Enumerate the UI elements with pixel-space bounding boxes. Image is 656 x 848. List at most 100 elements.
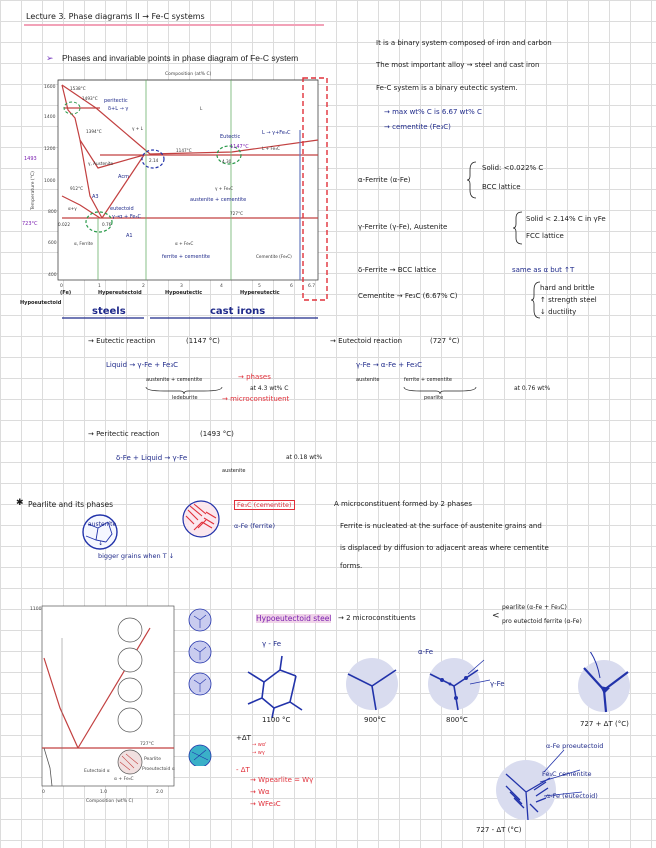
grain-icons-column (188, 608, 212, 766)
anno-a3: A3 (92, 194, 99, 200)
region-hypoeutectoid: Hypoeutectoid (20, 300, 62, 306)
hypo-grain-sequence (247, 652, 630, 821)
diagram-axis-left: Temperature (°C) (30, 171, 36, 211)
eutectic-reaction-sub: austenite + cementite (146, 377, 203, 383)
phase-cementite-prop3: ↓ ductility (540, 308, 577, 316)
hypo-afe-label: α-Fe (418, 648, 434, 656)
phase-delta-prop1: same as α but ↑T (512, 266, 575, 274)
x-ticks: 0 1 2 3 4 5 6 6.7 (60, 283, 315, 289)
bullet-arrow-icon: ➢ (46, 53, 54, 63)
intro-line-5: → cementite (Fe₃C) (384, 123, 451, 131)
anno-723: 723°C (22, 221, 38, 227)
lbl-214: 2.14 (149, 158, 159, 163)
mini-y1100: 1100 (30, 606, 42, 612)
phase-alpha-name: α-Ferrite (α-Fe) (358, 176, 411, 184)
ytick-400: 400 (48, 272, 57, 278)
hypo-constituent-1: pearlite (α-Fe + Fe₃C) (502, 604, 567, 611)
lbl-l: L (200, 106, 203, 111)
mini-t727: 727°C (140, 741, 154, 747)
phase-alpha-prop2: BCC lattice (482, 183, 521, 191)
region-hypereutectoid: Hypereutectoid (98, 290, 142, 296)
grain-727-minus (505, 773, 551, 821)
hypo-title: Hypoeutectoid steel (256, 614, 332, 623)
mini-afe3c: α + Fe₃C (114, 776, 134, 782)
intro-line-4: → max wt% C is 6.67 wt% C (384, 108, 482, 116)
eutectic-at: at 4.3 wt% C (250, 385, 289, 392)
eutectoid-reaction-temp: (727 °C) (430, 337, 460, 345)
region-hypereutectic: Hypereutectic (240, 290, 280, 296)
diagram-frame (57, 79, 319, 281)
anno-eutectoid: eutectoid (110, 206, 134, 212)
lbl-alpha-gamma: α+γ (68, 206, 77, 211)
bigger-grains: bigger grains when T ↓ (98, 552, 175, 560)
mini-pearlite: Pearlite (144, 756, 161, 762)
pearlite-desc-4: forms. (340, 562, 363, 570)
mini-x2: 2.0 (156, 789, 163, 795)
eutectic-micro: → microconstituent (222, 395, 290, 403)
peritectic-sub: austenite (222, 468, 246, 474)
ferrite-boundary (61, 195, 101, 219)
hypo-afe-eutectoid-label: α-Fe (eutectoid) (546, 792, 598, 800)
xtick-3: 3 (180, 283, 183, 289)
lbl-912: 912°C (70, 186, 83, 191)
austenite-label: austenite (88, 521, 117, 528)
peritectic-at: at 0.18 wt% (286, 454, 323, 461)
hypo-temp-727-minus: 727 - ΔT (°C) (476, 826, 522, 834)
eutectoid-at: at 0.76 wt% (514, 385, 551, 392)
liquidus (61, 84, 319, 155)
diagram-axis-top: Composition (at% C) (165, 71, 212, 77)
intro-line-2: The most important alloy → steel and cas… (376, 61, 540, 69)
acm-line (101, 154, 145, 219)
phase-alpha-prop1: Solid: <0.022% C (482, 164, 544, 172)
eutectoid-pearlite: pearlite (424, 395, 444, 401)
xtick-4: 4 (220, 283, 223, 289)
lbl-1147: 1147°C (176, 148, 192, 153)
mini-proeut: Proeutectoid α (142, 766, 175, 772)
eutectic-phases: → phases (238, 373, 271, 381)
xtick-2: 2 (142, 283, 145, 289)
anno-peritectic-sub: δ+L → γ (108, 106, 128, 112)
hypo-temp-727-plus: 727 + ΔT (°C) (580, 720, 629, 728)
lbl-alpha-ferrite: α, Ferrite (74, 241, 93, 246)
lecture-title: Lecture 3. Phase diagrams II → Fe-C syst… (26, 12, 205, 21)
anno-a1: A1 (126, 233, 133, 239)
hypo-w-pearlite: → Wpearlite = Wγ (250, 776, 314, 784)
lbl-alpha-fe3c: α + Fe₃C (175, 241, 193, 246)
region-fe: (Fe) (60, 290, 71, 296)
cast-irons-label: cast irons (210, 306, 265, 317)
lbl-1493: 1493°C (82, 96, 98, 101)
y-ticks: 1600 1400 1200 1000 800 600 400 (44, 84, 57, 278)
pearlite-grain-circle (182, 500, 220, 538)
anno-eutectic-eq: L → γ+Fe₃C (262, 130, 291, 136)
lbl-gamma-fe3c: γ + Fe₃C (215, 186, 233, 191)
phase-braces (466, 161, 477, 199)
eutectoid-sub-austenite: austenite (356, 377, 380, 383)
intro-line-3: Fe-C system is a binary eutectic system. (376, 84, 518, 92)
mini-x0: 0 (42, 789, 45, 795)
hypoeutectoid-mini-diagram: 1100 727°C Pearlite Proeutectoid α Eutec… (30, 605, 175, 804)
slide-bullet-title: Phases and invariable points in phase di… (62, 53, 299, 63)
lbl-076: 0.76 (102, 222, 112, 227)
cementite-brace (530, 281, 541, 319)
xtick-0: 0 (60, 283, 63, 289)
eutectoid-reaction-title: → Eutectoid reaction (330, 337, 403, 345)
fe-c-phase-diagram: Composition (at% C) Temperature (°C) 160… (20, 71, 328, 319)
eutectoid-reaction-eq: γ-Fe → α-Fe + Fe₃C (356, 361, 422, 369)
eutectoid-sub-ferrite: ferrite + cementite (404, 377, 452, 383)
ytick-1600: 1600 (44, 84, 56, 90)
hypo-w-alpha-prime: → wα' (252, 742, 267, 748)
phase-cementite-prop2: ↑ strength steel (540, 296, 597, 304)
phase-gamma-prop1: Solid < 2.14% C in γFe (526, 215, 606, 223)
eutectic-underbrace (145, 386, 223, 394)
ytick-1000: 1000 (44, 178, 56, 184)
cementite-highlight-box (302, 77, 328, 301)
hypo-w-gamma: → wγ (252, 750, 265, 756)
grain-900 (347, 669, 397, 711)
ytick-600: 600 (48, 240, 57, 246)
hypo-minus-dt: - ΔT (236, 766, 250, 774)
ytick-800: 800 (48, 209, 57, 215)
austenite-grain-circle (82, 514, 118, 550)
peritectic-reaction-eq: δ-Fe + Liquid → γ-Fe (116, 454, 188, 462)
anno-1493: 1493 (24, 156, 37, 162)
